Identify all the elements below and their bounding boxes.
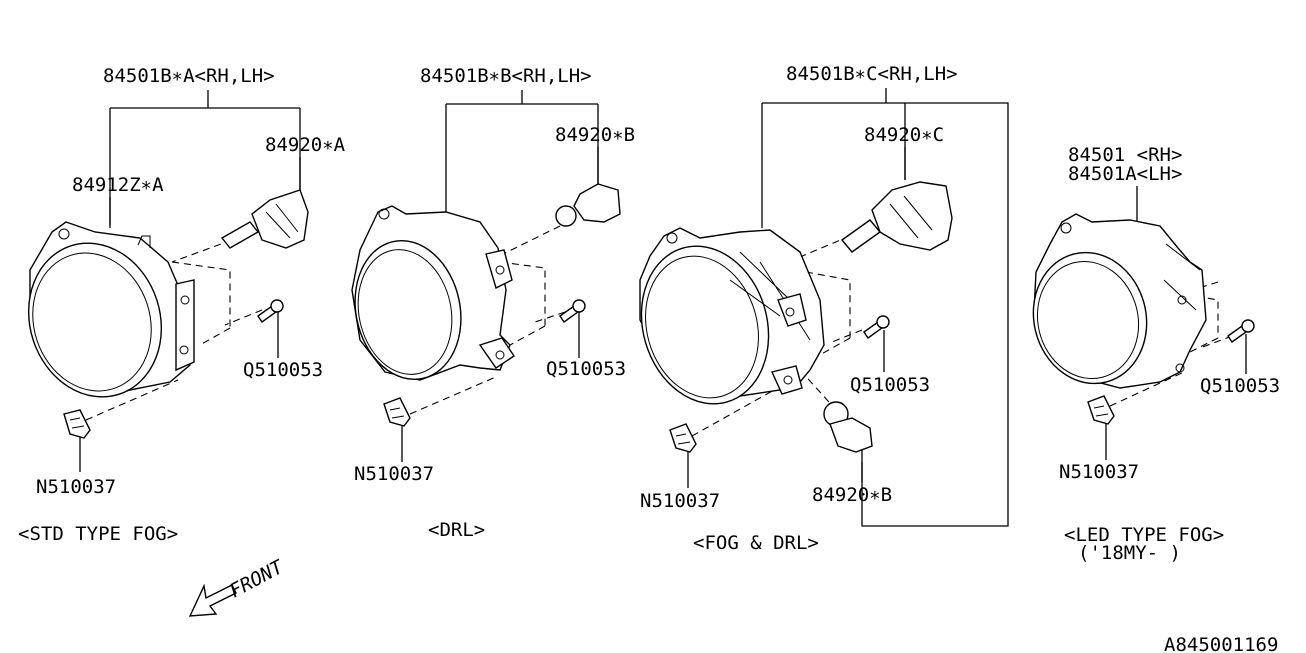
std-fog-lamp-body [27, 221, 195, 398]
std-caption: <STD TYPE FOG> [18, 523, 178, 545]
front-direction-indicator: FRONT [188, 555, 288, 617]
led-nut-n510037 [1087, 395, 1115, 425]
diagram-id: A845001169 [1164, 634, 1278, 653]
led-assembly-lh-label[interactable]: 84501A<LH> [1068, 163, 1182, 185]
front-arrow-icon [188, 583, 237, 617]
std-dash-lines [85, 239, 263, 421]
std-bulb-84920a [220, 189, 309, 249]
fogdrl-nut-n510037 [669, 423, 697, 453]
fogdrl-bulb2-label[interactable]: 84920∗B [812, 484, 892, 506]
drl-caption: <DRL> [428, 519, 485, 541]
drl-screw-q510053 [559, 299, 586, 323]
std-screw-label[interactable]: Q510053 [243, 359, 323, 381]
fogdrl-dash-lines [691, 235, 863, 437]
std-assembly-bracket [109, 90, 301, 225]
std-housing-label[interactable]: 84912Z∗A [72, 174, 164, 196]
fogdrl-nut-label[interactable]: N510037 [640, 490, 720, 512]
drl-assembly-bracket [445, 90, 599, 212]
fogdrl-screw-label[interactable]: Q510053 [850, 374, 930, 396]
std-bulb-label[interactable]: 84920∗A [265, 134, 346, 156]
group-fog-and-drl: 84501B∗C<RH,LH> 84920∗C Q510053 N510037 … [639, 63, 1009, 554]
std-nut-label[interactable]: N510037 [36, 476, 116, 498]
fogdrl-assembly-bracket [761, 88, 1009, 527]
led-caption-year: ('18MY- ) [1078, 542, 1181, 564]
led-assembly-rh-label[interactable]: 84501 <RH> [1068, 144, 1182, 166]
drl-lamp-body [351, 205, 515, 381]
group-std-type-fog: 84501B∗A<RH,LH> 84920∗A 84912Z∗A Q510053… [18, 65, 346, 545]
led-screw-q510053 [1227, 319, 1255, 343]
fogdrl-caption: <FOG & DRL> [693, 532, 819, 554]
fogdrl-lamp-body [639, 227, 825, 405]
group-led-type-fog: 84501 <RH> 84501A<LH> Q510053 N510037 <L… [1032, 144, 1280, 564]
led-nut-label[interactable]: N510037 [1059, 461, 1139, 483]
fogdrl-bulb2-84920b [823, 401, 873, 453]
drl-dash-lines [409, 225, 566, 415]
std-assembly-label[interactable]: 84501B∗A<RH,LH> [103, 65, 275, 87]
drl-assembly-label[interactable]: 84501B∗B<RH,LH> [420, 65, 592, 87]
drl-screw-label[interactable]: Q510053 [546, 358, 626, 380]
drl-bulb-84920b [555, 183, 621, 227]
group-drl: 84501B∗B<RH,LH> 84920∗B Q510053 N510037 … [351, 65, 635, 541]
drl-bulb-label[interactable]: 84920∗B [555, 124, 635, 146]
std-nut-n510037 [63, 409, 91, 439]
led-caption: <LED TYPE FOG> [1064, 524, 1224, 546]
drl-nut-n510037 [383, 397, 411, 427]
fogdrl-bulb-label[interactable]: 84920∗C [864, 124, 944, 146]
std-screw-q510053 [257, 299, 284, 323]
drl-nut-label[interactable]: N510037 [354, 463, 434, 485]
led-screw-label[interactable]: Q510053 [1200, 375, 1280, 397]
led-fog-lamp-body [1032, 213, 1207, 389]
fogdrl-screw-q510053 [863, 315, 890, 339]
fogdrl-bulb-84920c [840, 181, 953, 253]
front-label: FRONT [226, 555, 288, 602]
fogdrl-assembly-label[interactable]: 84501B∗C<RH,LH> [786, 63, 958, 85]
